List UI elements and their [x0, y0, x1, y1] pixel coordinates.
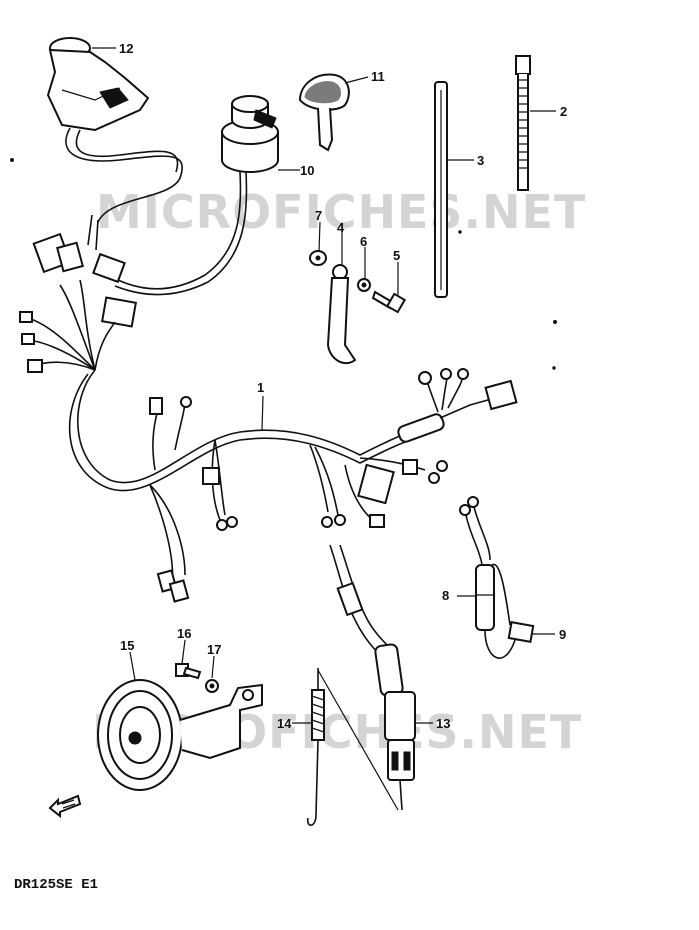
horn-washer [205, 679, 219, 693]
callout-3: 3 [477, 153, 484, 168]
front-arrow-icon [48, 794, 82, 819]
callout-8: 8 [442, 588, 449, 603]
callout-9: 9 [559, 627, 566, 642]
callout-7: 7 [315, 208, 322, 223]
washer-7 [309, 250, 327, 266]
callout-4: 4 [337, 220, 345, 235]
sensor-cable [329, 544, 416, 811]
horn-bolt [175, 663, 202, 680]
callout-11: 11 [371, 69, 385, 84]
callout-2: 2 [560, 104, 567, 119]
watermark-top: MICROFICHES.NET [96, 185, 586, 239]
spring-clip [306, 668, 399, 826]
callout-16: 16 [177, 626, 191, 641]
ignition-key [298, 73, 350, 152]
washer-6 [357, 278, 371, 292]
callout-5: 5 [393, 248, 400, 263]
connector-cluster-left [32, 214, 138, 328]
horn [97, 679, 263, 791]
ground-lead [326, 264, 357, 365]
scan-dot [553, 320, 557, 324]
main-wiring-harness [68, 368, 518, 603]
cable-tie [515, 55, 531, 191]
callout-13: 13 [436, 716, 450, 731]
wire-ends-bundle [19, 279, 116, 373]
callout-10: 10 [300, 163, 314, 178]
model-code: DR125SE E1 [14, 877, 98, 893]
callout-15: 15 [120, 638, 134, 653]
callout-17: 17 [207, 642, 221, 657]
long-strap [434, 81, 448, 298]
scan-dot [458, 230, 462, 234]
fuse-holder [459, 496, 535, 659]
callout-12: 12 [119, 41, 133, 56]
scan-dot [10, 158, 14, 162]
handlebar-switch [46, 37, 183, 223]
leader-lines [92, 47, 556, 724]
callout-14: 14 [277, 716, 292, 731]
scan-dot [552, 366, 556, 370]
callout-6: 6 [360, 234, 367, 249]
bolt-5 [371, 290, 407, 314]
ignition-switch [114, 95, 279, 296]
callout-1: 1 [257, 380, 264, 395]
